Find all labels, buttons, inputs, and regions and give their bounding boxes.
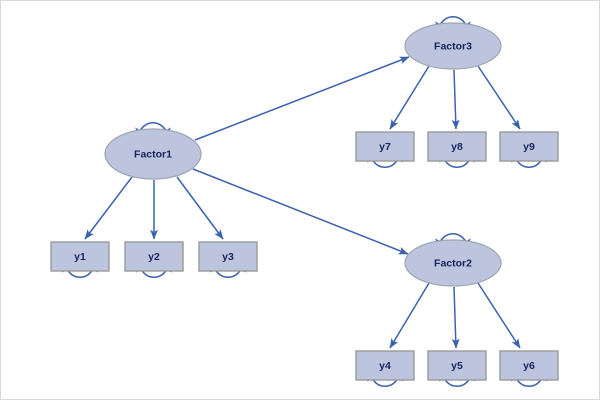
path-factor3-to-y9 — [477, 65, 521, 130]
observed-variable-box-y7[interactable] — [355, 131, 415, 162]
path-factor1-to-y1 — [84, 176, 133, 240]
path-factor3-to-y7 — [389, 65, 430, 130]
latent-variable-factor2[interactable]: Factor2 — [404, 239, 502, 287]
path-factor2-to-y4 — [389, 282, 430, 349]
path-factor2-to-y6 — [477, 282, 521, 349]
observed-variable-box-y1[interactable] — [50, 241, 110, 272]
path-factor1-to-y3 — [176, 176, 224, 240]
latent-variable-ellipse-factor1[interactable] — [104, 128, 202, 180]
latent-variable-ellipse-factor2[interactable] — [404, 239, 502, 287]
observed-variable-y5[interactable]: y5 — [427, 350, 487, 381]
observed-variable-y9[interactable]: y9 — [499, 131, 559, 162]
observed-variable-box-y5[interactable] — [427, 350, 487, 381]
latent-variable-factor3[interactable]: Factor3 — [404, 22, 502, 70]
directed-path-layer — [84, 56, 521, 349]
observed-variable-box-y3[interactable] — [198, 241, 258, 272]
observed-variable-box-y2[interactable] — [124, 241, 184, 272]
observed-variable-y8[interactable]: y8 — [427, 131, 487, 162]
latent-variable-factor1[interactable]: Factor1 — [104, 128, 202, 180]
observed-variable-box-y8[interactable] — [427, 131, 487, 162]
observed-variable-box-y4[interactable] — [355, 350, 415, 381]
path-factor3-to-y8 — [451, 69, 460, 130]
path-factor1-to-factor2 — [192, 168, 409, 255]
latent-variable-ellipse-factor3[interactable] — [404, 22, 502, 70]
path-factor2-to-y5 — [451, 286, 460, 349]
observed-variable-y1[interactable]: y1 — [50, 241, 110, 272]
observed-variable-box-y6[interactable] — [499, 350, 559, 381]
variance-loop-layer — [62, 16, 547, 387]
observed-variable-y3[interactable]: y3 — [198, 241, 258, 272]
observed-variable-y2[interactable]: y2 — [124, 241, 184, 272]
observed-variable-y4[interactable]: y4 — [355, 350, 415, 381]
path-factor1-to-factor3 — [194, 56, 410, 141]
observed-variable-box-y9[interactable] — [499, 131, 559, 162]
observed-variable-y6[interactable]: y6 — [499, 350, 559, 381]
observed-variable-y7[interactable]: y7 — [355, 131, 415, 162]
